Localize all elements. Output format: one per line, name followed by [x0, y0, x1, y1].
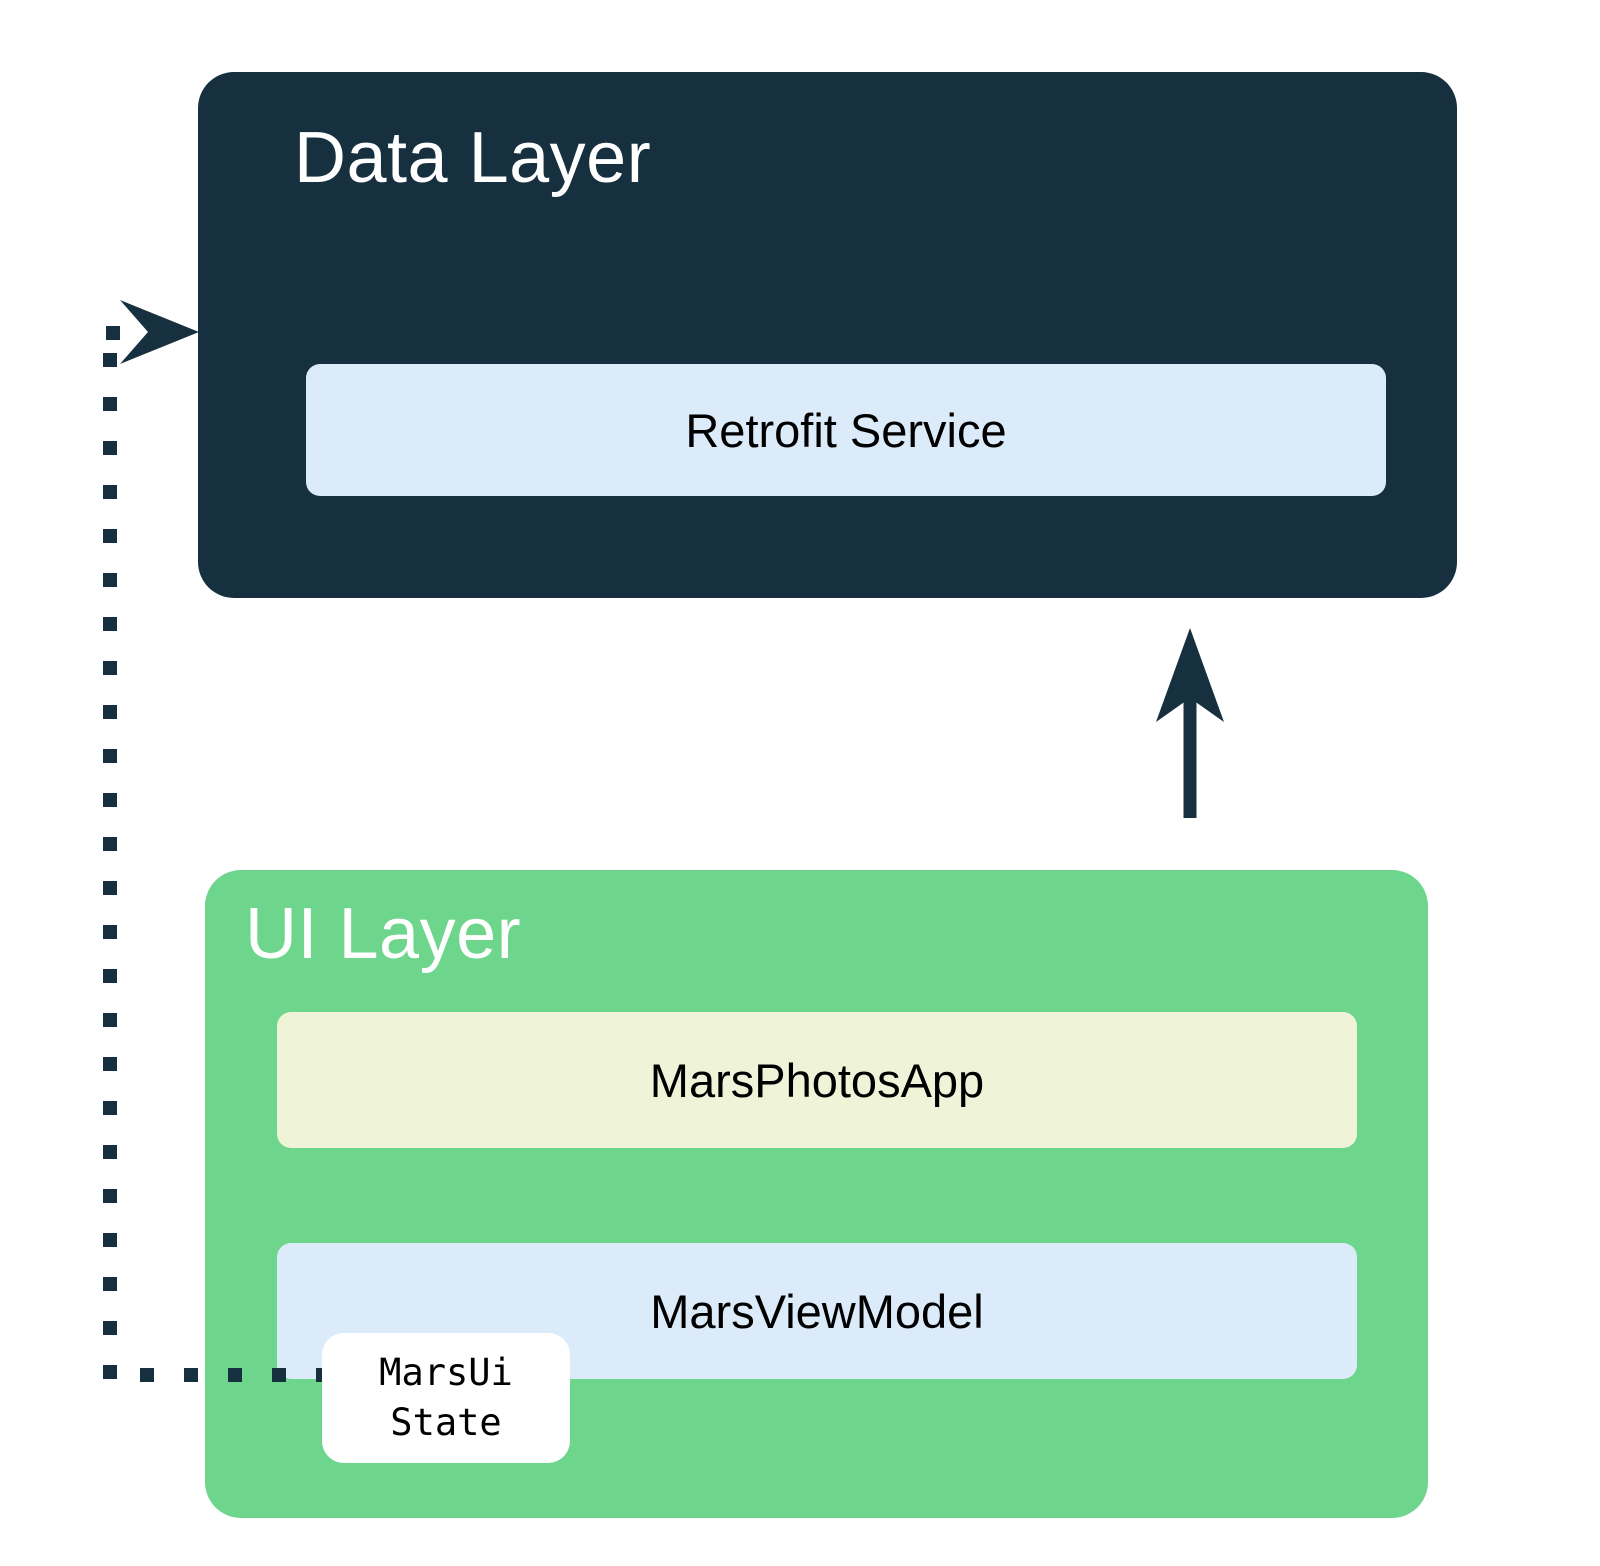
component-retrofit-service: Retrofit Service: [306, 364, 1386, 496]
ui-layer-title: UI Layer: [245, 894, 522, 974]
dotted-arrow-head-icon: [120, 300, 199, 364]
data-layer-title: Data Layer: [294, 118, 652, 198]
mars-ui-state-line-1: MarsUi: [379, 1351, 513, 1395]
component-mars-photos-app: MarsPhotosApp: [277, 1012, 1357, 1148]
solid-arrow-viewmodel-to-data-layer: [1156, 628, 1224, 818]
mars-ui-state-line-2: State: [390, 1401, 502, 1444]
data-layer-container: Data Layer Retrofit Service: [198, 72, 1457, 598]
solid-arrow-head-icon: [1156, 628, 1224, 722]
mars-ui-state-label: MarsUi State: [322, 1333, 570, 1463]
